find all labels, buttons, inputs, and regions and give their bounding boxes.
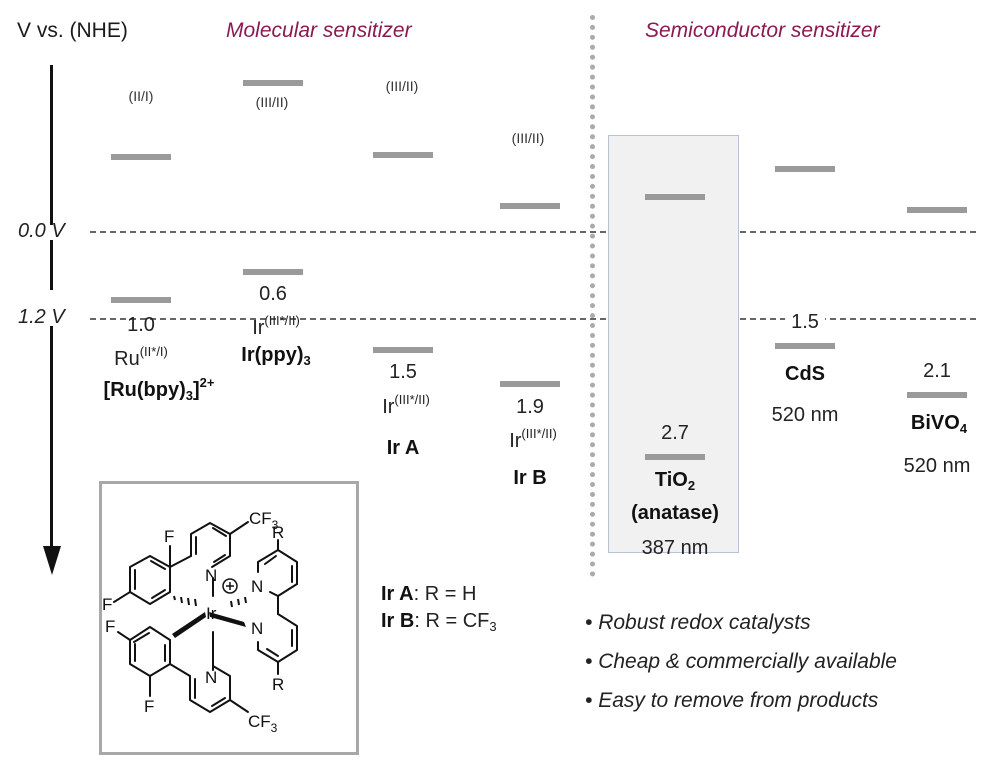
legend-ir-b: Ir B: R = CF3 [381,610,497,634]
zero-volt-dashed-line [90,231,976,233]
fluorine-atom-label: F [144,697,154,716]
ru-bpy-name: [Ru(bpy)3]2+ [103,375,215,403]
ru-redox-couple: Ru(II*/I) [114,344,168,370]
axis-title: V vs. (NHE) [17,19,128,42]
iridium-atom-label: Ir [206,604,217,623]
tio2-valence-band-bar [645,454,705,460]
irppy-excited-level-bar [243,269,303,275]
irb-potential-value: 1.9 [516,396,544,418]
nitrogen-atom-label: N [205,566,217,585]
nitrogen-atom-label: N [251,619,263,638]
ira-name: Ir A [386,437,420,459]
bullet-item: • Easy to remove from products [585,689,879,712]
ru-potential-value: 1.0 [127,314,155,336]
bivo4-potential-value: 2.1 [923,360,951,382]
nitrogen-atom-label: N [205,668,217,687]
tio2-highlight-box [608,135,739,553]
irb-ground-level-bar [500,203,560,209]
irb-excited-level-bar [500,381,560,387]
ref-volt-dashed-line [90,318,976,320]
legend-ir-a: Ir A: R = H [381,583,477,605]
tio2-conduction-band-bar [645,194,705,200]
cf3-group-label: CF3 [248,712,278,735]
cds-potential-value: 1.5 [785,311,825,334]
positive-charge-icon [222,578,238,594]
ira-ground-level-bar [373,152,433,158]
irppy-ground-couple-label: (III/II) [255,94,289,110]
axis-line-bottom [50,326,53,548]
ru-excited-level-bar [111,297,171,303]
semiconductor-sensitizer-title: Semiconductor sensitizer [645,19,880,42]
fluorine-atom-label: F [102,595,112,614]
tio2-wavelength: 387 nm [641,537,709,559]
bivo4-valence-band-bar [907,392,967,398]
ru-ground-couple-label: (II/I) [128,88,154,104]
section-divider [590,15,595,577]
axis-arrowhead-icon [43,546,61,575]
ir-complex-structure-box: Ir N N N N F F F F R R CF3 CF3 [99,481,359,755]
irb-redox-couple: Ir(III*/II) [509,426,557,452]
bullet-item: • Robust redox catalysts [585,611,811,634]
cds-wavelength: 520 nm [771,404,839,426]
tio2-potential-value: 2.7 [661,422,689,444]
bivo4-conduction-band-bar [907,207,967,213]
cf3-group-label: CF3 [249,509,279,532]
axis-line-top [50,65,53,225]
ir-complex-structure-drawing: Ir N N N N F F F F R R CF3 CF3 [102,509,298,735]
r-group-label: R [272,523,284,542]
irb-ground-couple-label: (III/II) [511,130,545,146]
ru-ground-level-bar [111,154,171,160]
cds-conduction-band-bar [775,166,835,172]
bivo4-wavelength: 520 nm [903,455,971,477]
molecular-sensitizer-title: Molecular sensitizer [226,19,412,42]
ira-excited-level-bar [373,347,433,353]
fluorine-atom-label: F [105,617,115,636]
axis-line-middle [50,240,53,290]
irppy-redox-couple: Ir(III*/II) [252,313,300,339]
ira-potential-value: 1.5 [389,361,417,383]
r-group-label: R [272,675,284,694]
irppy-name: Ir(ppy)3 [241,344,311,368]
cds-valence-band-bar [775,343,835,349]
irppy-ground-level-bar [243,80,303,86]
tio2-phase: (anatase) [631,502,719,524]
cds-name: CdS [785,363,825,385]
ira-ground-couple-label: (III/II) [385,78,419,94]
irb-name: Ir B [513,467,547,489]
ref-volt-label: 1.2 V [18,306,65,328]
nitrogen-atom-label: N [251,577,263,596]
ira-redox-couple: Ir(III*/II) [382,392,430,418]
tio2-name: TiO2 [654,469,696,493]
bullet-item: • Cheap & commercially available [585,650,897,673]
irppy-potential-value: 0.6 [259,283,287,305]
fluorine-atom-label: F [164,527,174,546]
zero-volt-label: 0.0 V [18,220,65,242]
bivo4-name: BiVO4 [910,412,968,436]
